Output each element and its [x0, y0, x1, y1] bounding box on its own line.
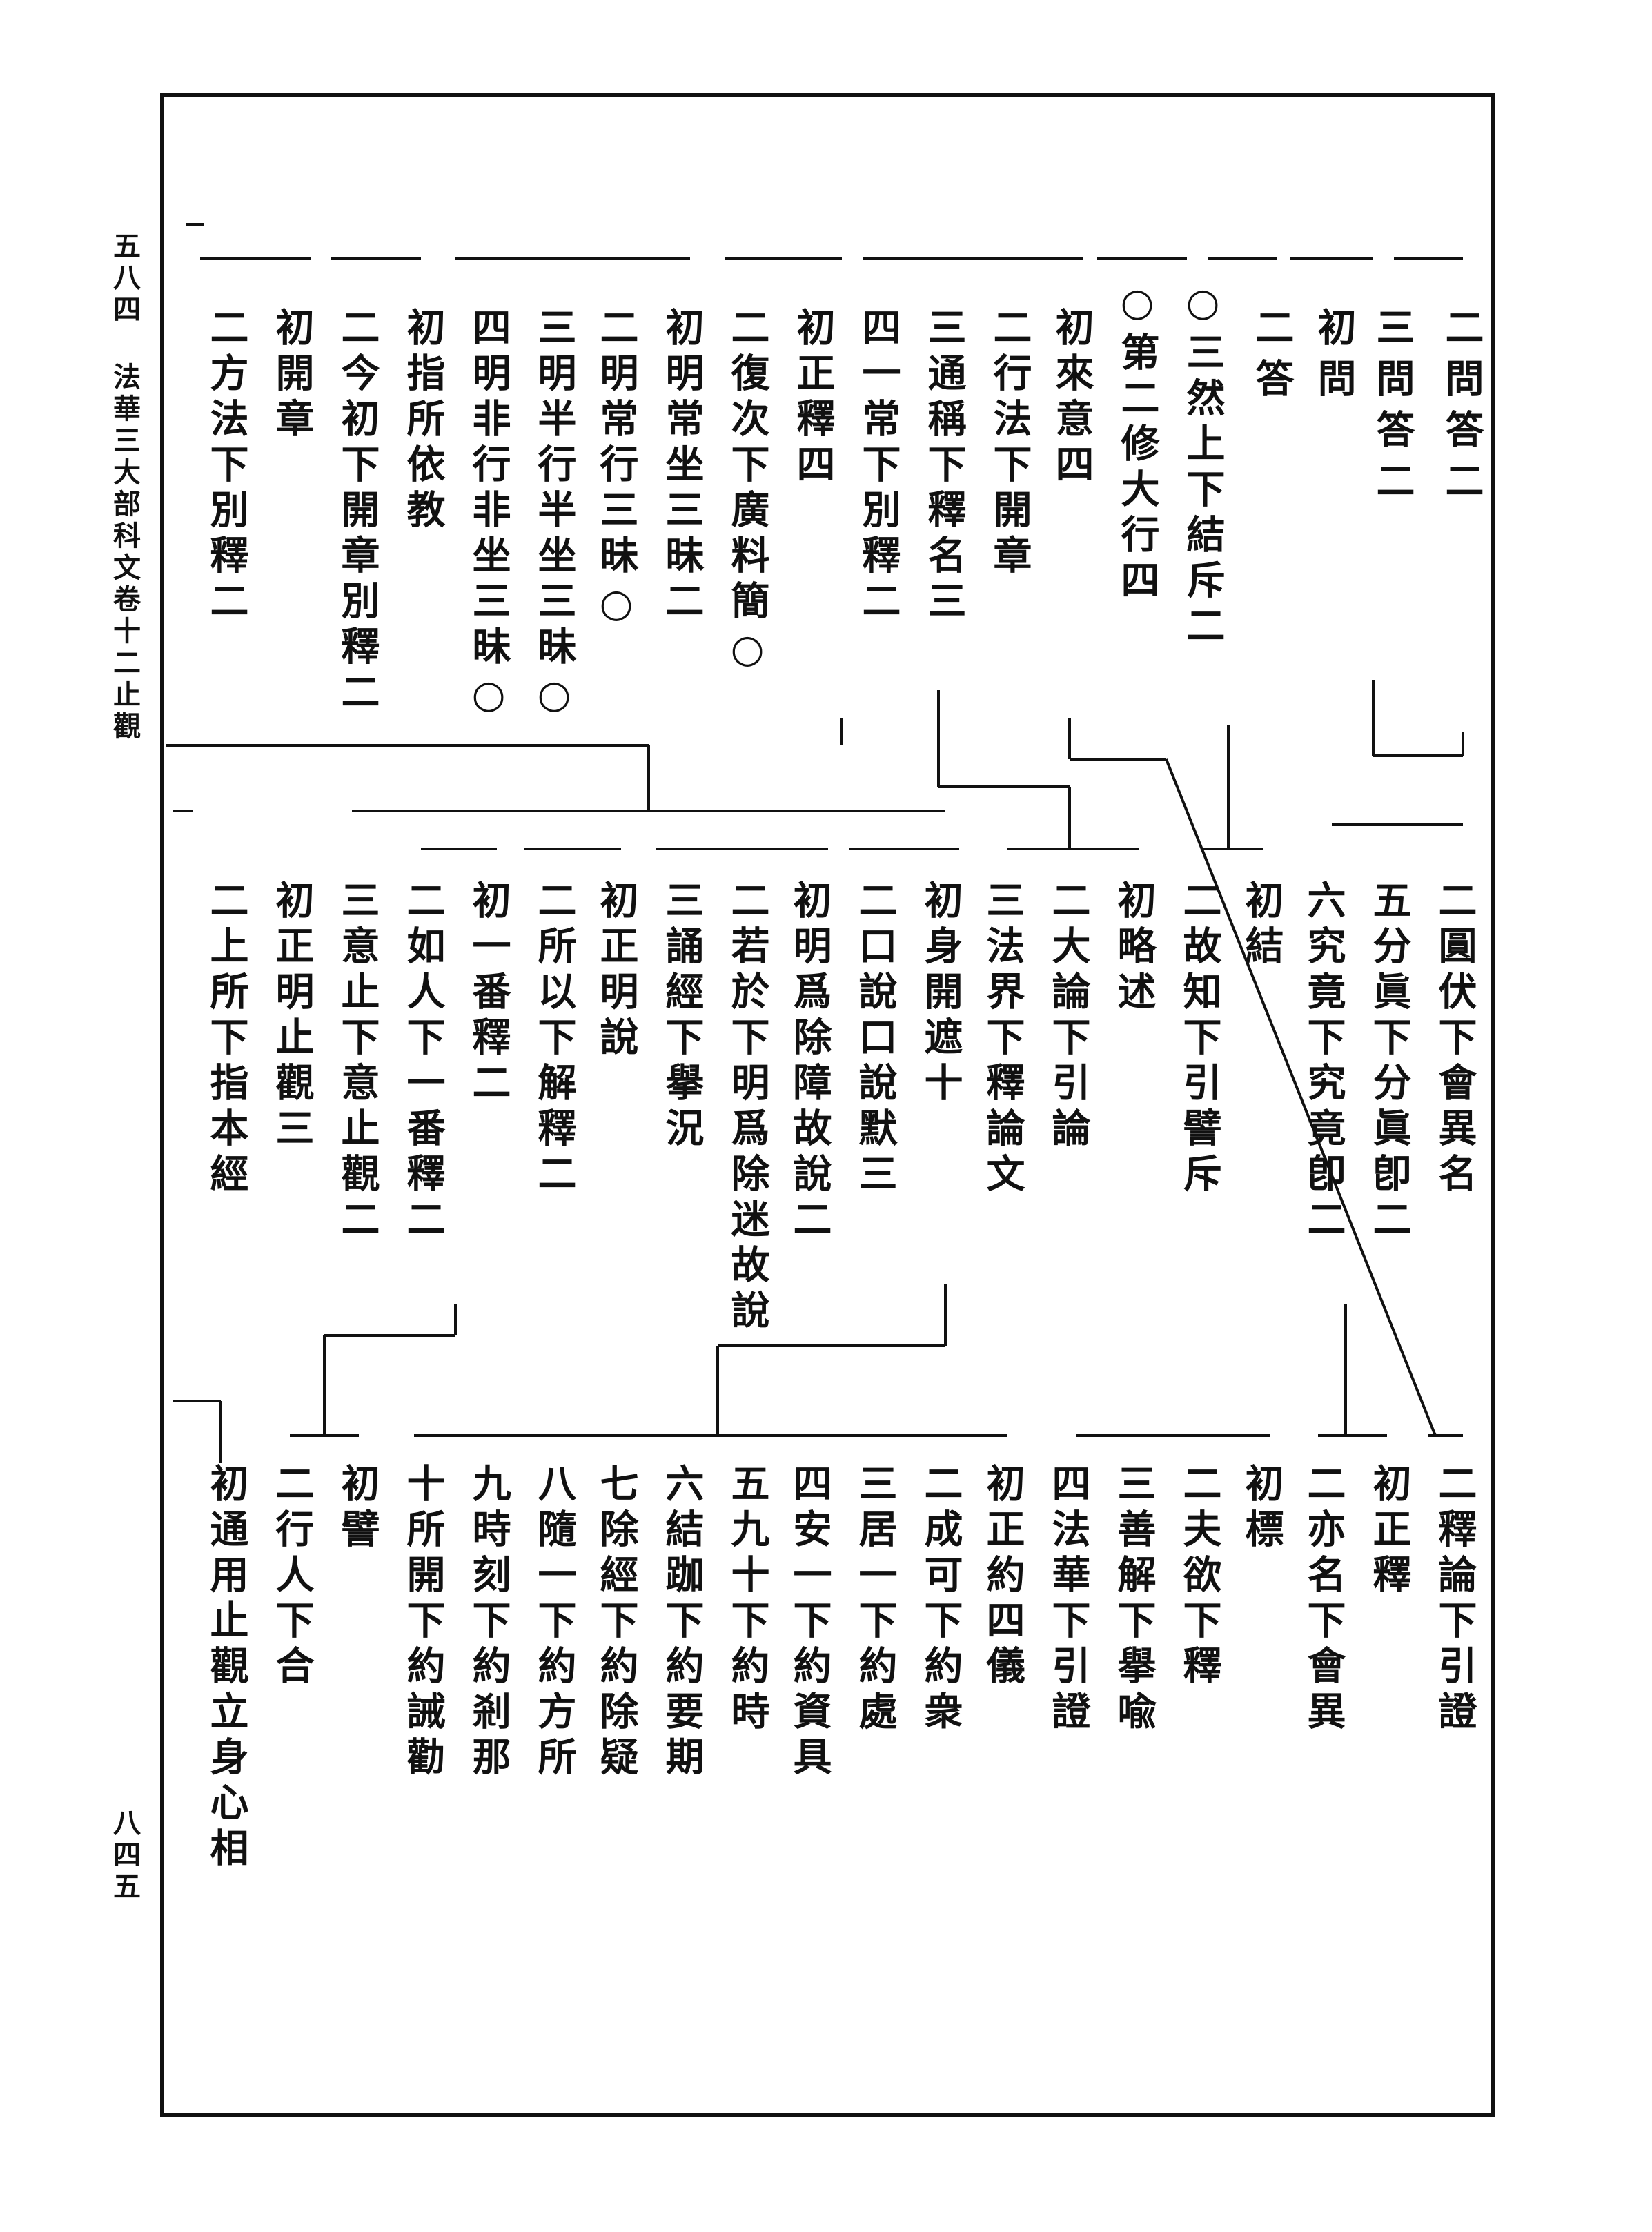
outline-entry: 初明爲除障故說二	[787, 880, 832, 1244]
outline-entry: 三問答二	[1370, 307, 1415, 511]
outline-entry: 二行人下合	[269, 1463, 315, 1691]
outline-entry: 初正釋四	[790, 307, 836, 489]
outline-entry: 初正明止觀三	[269, 880, 315, 1153]
outline-entry: 初一番釋二	[466, 880, 511, 1108]
outline-entry: ○第二修大行四	[1114, 280, 1160, 605]
outline-entry: 六結跏下約要期	[659, 1463, 705, 1782]
outline-entry: 三通稱下釋名三	[921, 307, 967, 626]
page-number-right: 八四五	[108, 1808, 141, 1903]
outline-entry: 初正約四儀	[980, 1463, 1025, 1691]
page-number-left: 五八四	[108, 231, 141, 326]
outline-entry: 二夫欲下釋	[1177, 1463, 1222, 1691]
outline-entry: 初明常坐三昧二	[659, 307, 705, 626]
outline-entry: 二今初下開章別釋二	[335, 307, 380, 717]
outline-entry: 四明非行非坐三昧○	[466, 307, 511, 724]
outline-entry: 初正釋	[1366, 1463, 1412, 1600]
outline-entry: 初指所依教	[400, 307, 446, 535]
outline-entry: 二行法下開章	[987, 307, 1032, 580]
outline-entry: 二大論下引論	[1045, 880, 1091, 1153]
outline-entry: 三居一下約處	[852, 1463, 898, 1736]
outline-entry: 二故知下引譬斥	[1177, 880, 1222, 1199]
outline-entry: 二復次下廣料簡○	[725, 307, 770, 678]
outline-entry: 二亦名下會異	[1301, 1463, 1346, 1736]
outline-entry: 三法界下釋論文	[980, 880, 1025, 1199]
page-border-frame	[160, 93, 1495, 2117]
outline-entry: 初正明說	[593, 880, 639, 1062]
outline-entry: 初問	[1311, 307, 1357, 409]
outline-entry: 初略述	[1111, 880, 1157, 1017]
outline-entry: 二口說口說默三	[852, 880, 898, 1199]
outline-entry: 七除經下約除疑	[593, 1463, 639, 1782]
outline-entry: 二上所下指本經	[204, 880, 249, 1199]
outline-entry: 十所開下約誡勸	[400, 1463, 446, 1782]
outline-entry: 初身開遮十	[918, 880, 963, 1108]
outline-entry: 初譬	[335, 1463, 380, 1554]
outline-entry: 初結	[1239, 880, 1284, 971]
outline-entry: 三意止下意止觀二	[335, 880, 380, 1244]
outline-entry: 四安一下約資具	[787, 1463, 832, 1782]
outline-entry: 二釋論下引證	[1432, 1463, 1477, 1736]
outline-entry: 九時刻下約剎那	[466, 1463, 511, 1782]
outline-entry: 二若於下明爲除迷故說	[725, 880, 770, 1335]
outline-entry: 六究竟下究竟卽二	[1301, 880, 1346, 1244]
outline-entry: 四一常下別釋二	[856, 307, 901, 626]
outline-entry: 二如人下一番釋二	[400, 880, 446, 1244]
outline-entry: 三明半行半坐三昧○	[531, 307, 577, 724]
book-title: 法華三大部科文卷十二止觀	[108, 362, 141, 743]
outline-entry: 三善解下擧喩	[1111, 1463, 1157, 1736]
outline-entry: 八隨一下約方所	[531, 1463, 577, 1782]
outline-entry: 初通用止觀立身心相	[204, 1463, 249, 1873]
outline-entry: 五分眞下分眞卽二	[1366, 880, 1412, 1244]
outline-entry: ○三然上下結斥二	[1180, 280, 1226, 651]
outline-entry: 二明常行三昧○	[593, 307, 639, 633]
outline-entry: 二成可下約衆	[918, 1463, 963, 1736]
outline-entry: 二所以下解釋二	[531, 880, 577, 1199]
outline-entry: 五九十下約時	[725, 1463, 770, 1736]
outline-entry: 初標	[1239, 1463, 1284, 1554]
outline-entry: 四法華下引證	[1045, 1463, 1091, 1736]
outline-entry: 初開章	[269, 307, 315, 444]
outline-entry: 二圓伏下會異名	[1432, 880, 1477, 1199]
outline-entry: 二方法下別釋二	[204, 307, 249, 626]
outline-entry: 二問答二	[1439, 307, 1484, 511]
outline-entry: 初來意四	[1049, 307, 1094, 489]
outline-entry: 三誦經下擧況	[659, 880, 705, 1153]
outline-entry: 二答	[1249, 307, 1295, 409]
